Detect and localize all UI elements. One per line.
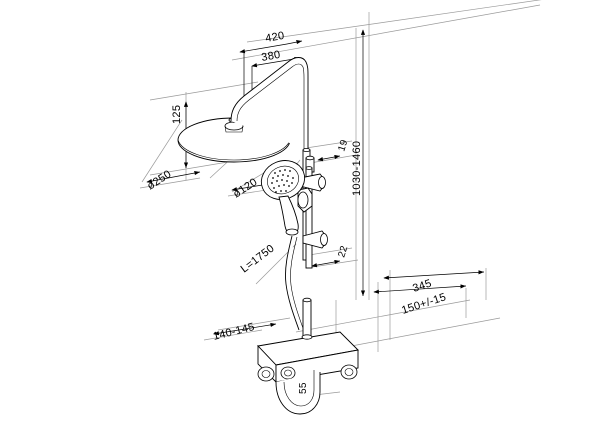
flexible-hose bbox=[285, 235, 305, 332]
dim-label-hose-length: L=1750 bbox=[239, 242, 277, 275]
hand-shower-bracket bbox=[297, 187, 313, 213]
dim-label-140-145: 140-145 bbox=[212, 321, 256, 343]
dim-label-55: 55 bbox=[298, 382, 309, 394]
dim-label-diameter-250: ø250 bbox=[145, 168, 174, 192]
dim-label-345: 345 bbox=[411, 277, 433, 294]
dim-label-150-tolerance: 150+/-15 bbox=[400, 291, 448, 317]
thermostatic-mixer-body bbox=[257, 297, 359, 384]
dim-label-420: 420 bbox=[264, 30, 285, 45]
dim-label-380: 380 bbox=[260, 49, 281, 64]
extension-lines bbox=[139, 0, 542, 397]
hand-shower bbox=[260, 160, 306, 236]
dim-label-19: 19 bbox=[336, 138, 350, 153]
dim-label-diameter-120: ø120 bbox=[231, 176, 260, 200]
slide-bar bbox=[299, 166, 328, 269]
dim-label-1030-1460: 1030-1460 bbox=[351, 141, 363, 196]
dim-label-125: 125 bbox=[171, 105, 183, 124]
dim-label-22: 22 bbox=[336, 244, 350, 259]
spray-holes bbox=[271, 169, 294, 193]
curved-shower-arm bbox=[230, 57, 309, 150]
bath-spout bbox=[275, 370, 321, 415]
